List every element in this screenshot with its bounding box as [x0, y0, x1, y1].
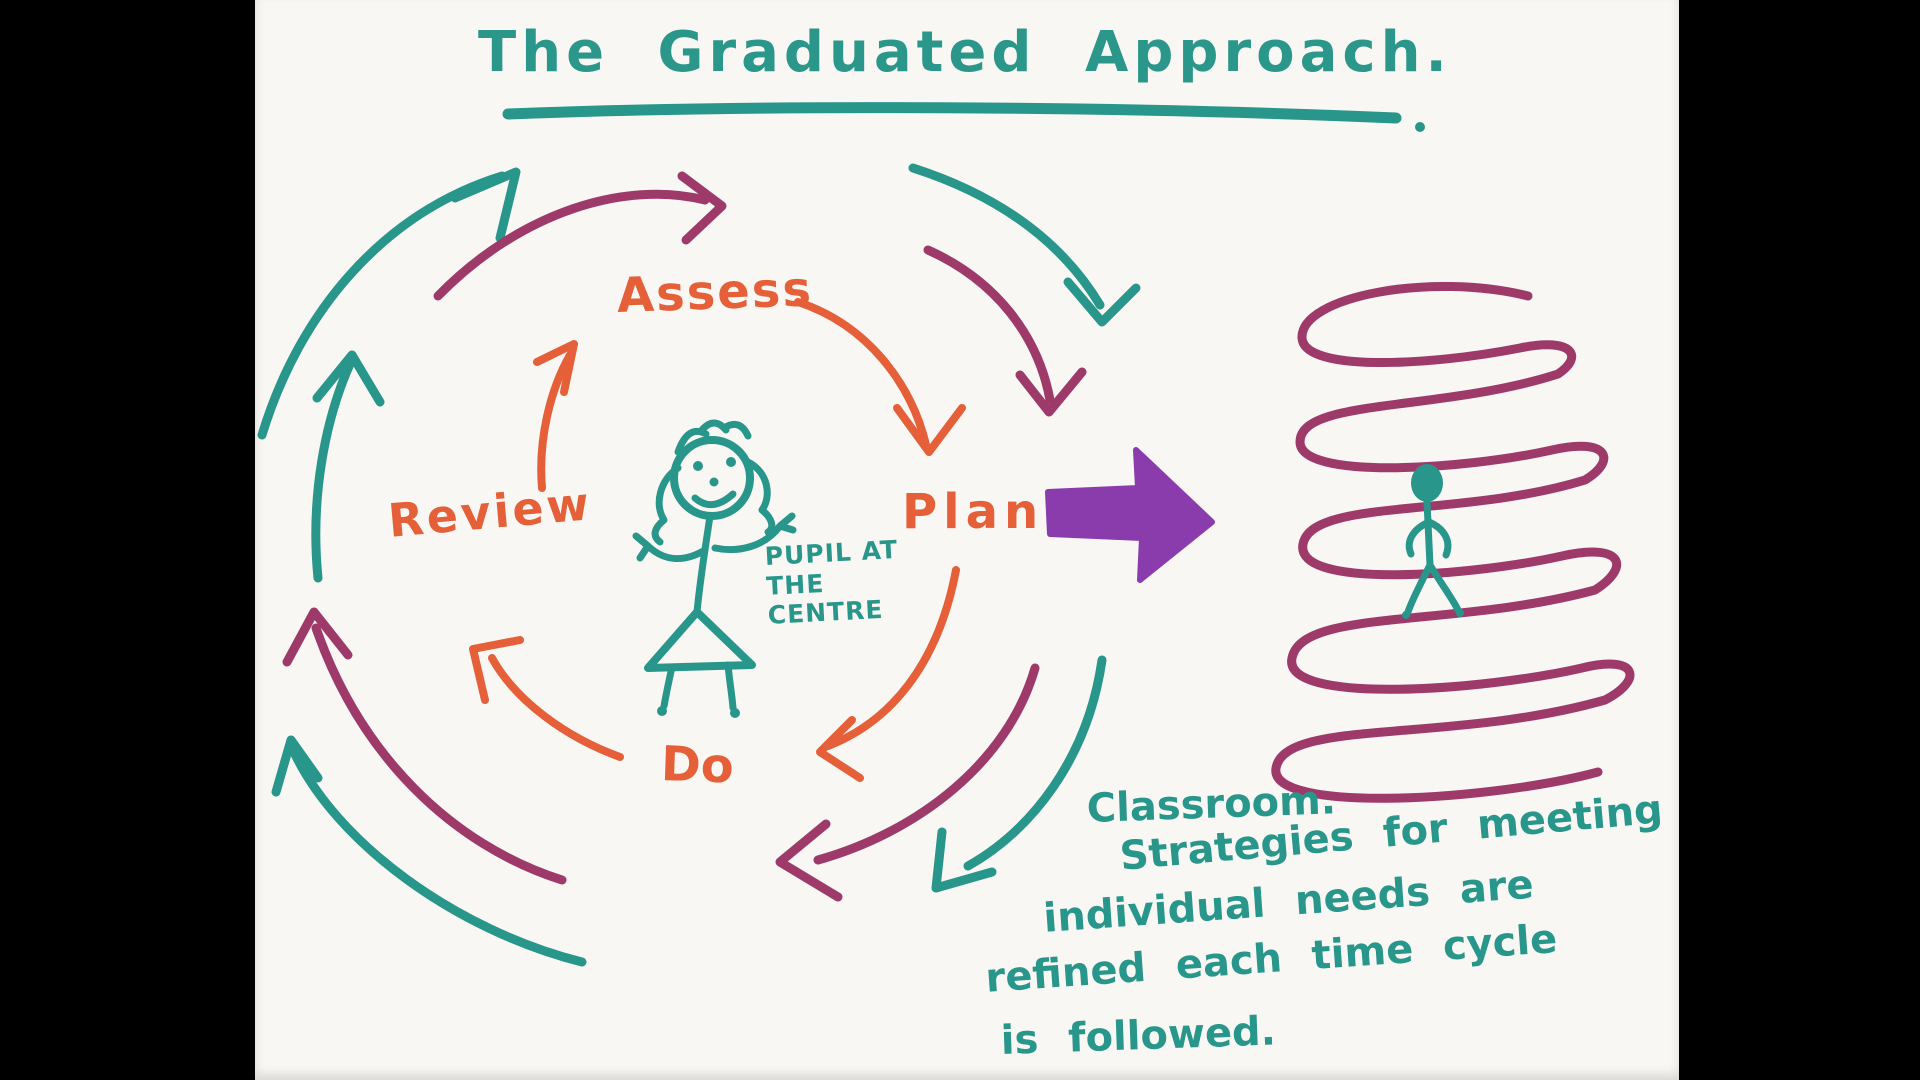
plum-arc-bottom-left [282, 607, 567, 885]
centre-label-line3: CENTRE [767, 594, 885, 630]
diagram-title: The Graduated Approach. [478, 20, 1452, 85]
middle-arrow-ring [282, 171, 1087, 902]
centre-label: PUPIL AT THE CENTRE [764, 532, 958, 630]
do-to-review-arrow [469, 636, 624, 761]
teal-arc-top-right [908, 163, 1141, 327]
plum-arc-top [433, 171, 727, 301]
teal-arc-bottom-right [931, 655, 1107, 893]
stage-label-plan: Plan [902, 484, 1045, 540]
plum-arc-right [923, 245, 1087, 417]
teal-arc-left [311, 350, 385, 583]
inner-arrow-ring [469, 298, 966, 782]
outer-arrow-ring [257, 163, 1141, 967]
stage-label-do: Do [660, 736, 735, 795]
pupil-in-spiral-stick-figure [1402, 464, 1464, 619]
centre-label-line1: PUPIL AT [764, 535, 899, 571]
teal-arc-bottom-left [271, 735, 587, 967]
review-to-assess-arrow [533, 340, 578, 492]
teal-arc-top-left [257, 167, 521, 440]
title-period-dot [1415, 122, 1425, 132]
assess-to-plan-arrow [794, 298, 966, 456]
title-underline [502, 102, 1402, 124]
pupil-stick-figure [632, 419, 797, 718]
centre-label-line2: THE [765, 568, 826, 601]
thick-right-arrow-icon [1045, 447, 1215, 583]
plum-arc-bottom-right [775, 663, 1040, 902]
spiral-coil [1271, 282, 1635, 803]
plan-to-do-arrow [816, 566, 960, 782]
annotation-line-5: is followed. [1000, 1008, 1277, 1064]
stage-label-assess: Assess [616, 261, 814, 324]
